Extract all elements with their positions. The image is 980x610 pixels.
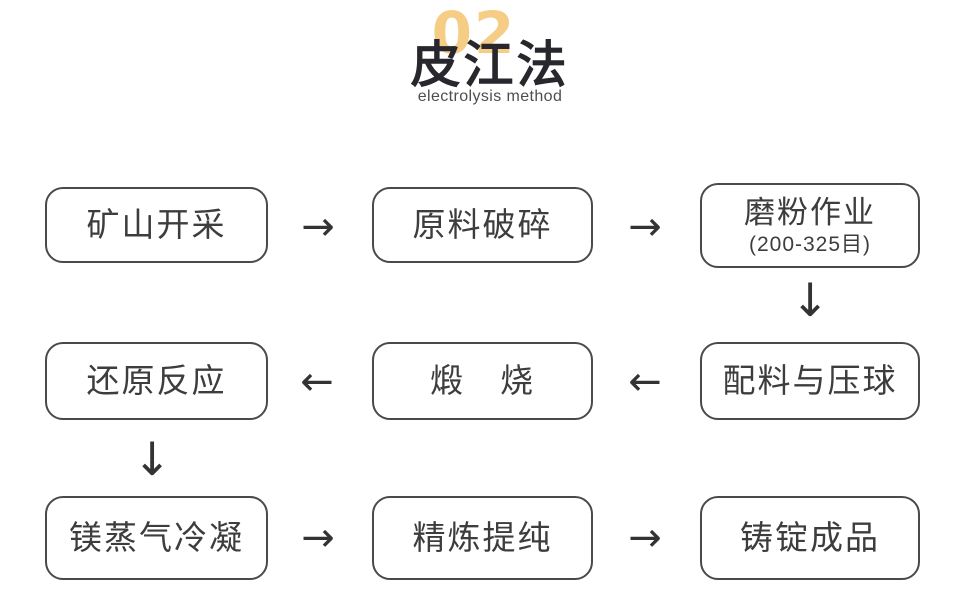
- arrow-left-icon: ←: [300, 359, 334, 405]
- flow-step-grinding: 磨粉作业 (200-325目): [700, 183, 920, 268]
- section-number: 02: [431, 0, 517, 67]
- flow-step-label: 原料破碎: [412, 206, 553, 244]
- flow-step-refining: 精炼提纯: [372, 496, 593, 580]
- flow-step-label: 磨粉作业: [744, 195, 876, 231]
- flow-step-reduction: 还原反应: [45, 342, 268, 420]
- arrow-down-icon: ↓: [132, 432, 172, 486]
- flow-step-label: 精炼提纯: [412, 519, 553, 557]
- page-subtitle: electrolysis method: [417, 88, 563, 105]
- flow-step-ingot-casting: 铸锭成品: [700, 496, 920, 580]
- flow-step-label: 镁蒸气冷凝: [69, 519, 244, 557]
- arrow-right-icon: →: [628, 204, 662, 250]
- flow-step-label: 铸锭成品: [740, 519, 880, 557]
- page-title: 皮江法: [410, 37, 570, 93]
- flow-step-label: 还原反应: [86, 362, 227, 400]
- arrow-right-icon: →: [301, 204, 335, 250]
- flow-step-vapor-condensation: 镁蒸气冷凝: [45, 496, 268, 580]
- arrow-left-icon: ←: [628, 359, 662, 405]
- flow-step-batching-briquetting: 配料与压球: [700, 342, 920, 420]
- arrow-right-icon: →: [301, 515, 335, 561]
- arrow-down-icon: ↓: [790, 273, 830, 327]
- flow-step-calcination: 煅 烧: [372, 342, 593, 420]
- arrow-right-icon: →: [628, 515, 662, 561]
- flow-step-mining: 矿山开采: [45, 187, 268, 263]
- flow-step-label: 矿山开采: [86, 206, 227, 244]
- flow-step-label: 煅 烧: [430, 362, 535, 400]
- flow-step-crushing: 原料破碎: [372, 187, 593, 263]
- flow-step-sublabel: (200-325目): [748, 232, 872, 256]
- flow-step-label: 配料与压球: [722, 362, 898, 400]
